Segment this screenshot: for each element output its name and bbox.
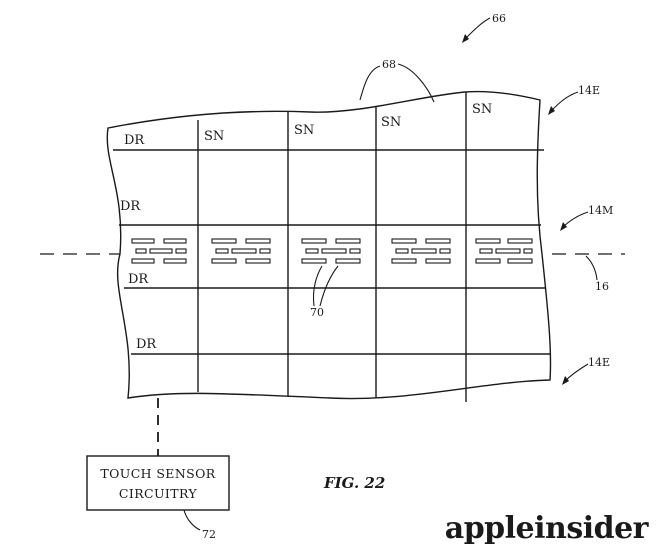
segment-group-2	[211, 238, 271, 264]
box-text-line2: CIRCUITRY	[119, 486, 198, 501]
ref-68-leader-left	[359, 65, 381, 101]
watermark: appleinsider	[445, 511, 650, 546]
label-sn-2: SN	[294, 123, 314, 138]
ref-66-arrow	[463, 17, 491, 41]
segment-group-3	[301, 238, 361, 264]
ref-66-arrowhead	[462, 34, 469, 43]
ref-14e-top: 14E	[578, 84, 600, 97]
ref-66: 66	[492, 12, 506, 25]
label-sn-3: SN	[381, 115, 401, 130]
figure-caption: FIG. 22	[323, 474, 385, 492]
ref-72: 72	[202, 528, 216, 541]
ref-14e-top-arrow	[549, 91, 579, 113]
label-dr-2: DR	[120, 199, 141, 214]
label-dr-3: DR	[128, 272, 149, 287]
ref-70: 70	[310, 306, 324, 319]
display-panel-outline	[106, 90, 552, 400]
label-sn-1: SN	[204, 129, 224, 144]
touch-sensor-circuitry-box	[86, 455, 230, 511]
ref-70-leader-left	[312, 265, 323, 307]
ref-14e-bottom: 14E	[588, 356, 610, 369]
label-sn-4: SN	[472, 102, 492, 117]
label-dr-1: DR	[124, 133, 145, 148]
ref-14m-arrowhead	[560, 222, 567, 231]
ref-72-leader	[183, 509, 201, 531]
segment-group-4	[391, 238, 451, 264]
ref-14m: 14M	[588, 204, 613, 217]
ref-14e-top-arrowhead	[548, 106, 555, 115]
segment-group-5	[475, 238, 533, 264]
ref-14e-bottom-arrowhead	[562, 376, 569, 385]
segment-group-1	[131, 238, 187, 264]
ref-68: 68	[382, 58, 396, 71]
box-text-line1: TOUCH SENSOR	[100, 466, 215, 481]
ref-14m-arrow	[561, 211, 589, 229]
label-dr-4: DR	[136, 337, 157, 352]
ref-16-leader	[585, 255, 598, 281]
ref-68-leader-right	[397, 63, 435, 103]
ref-70-leader-right	[319, 265, 339, 307]
ref-16: 16	[595, 280, 609, 293]
